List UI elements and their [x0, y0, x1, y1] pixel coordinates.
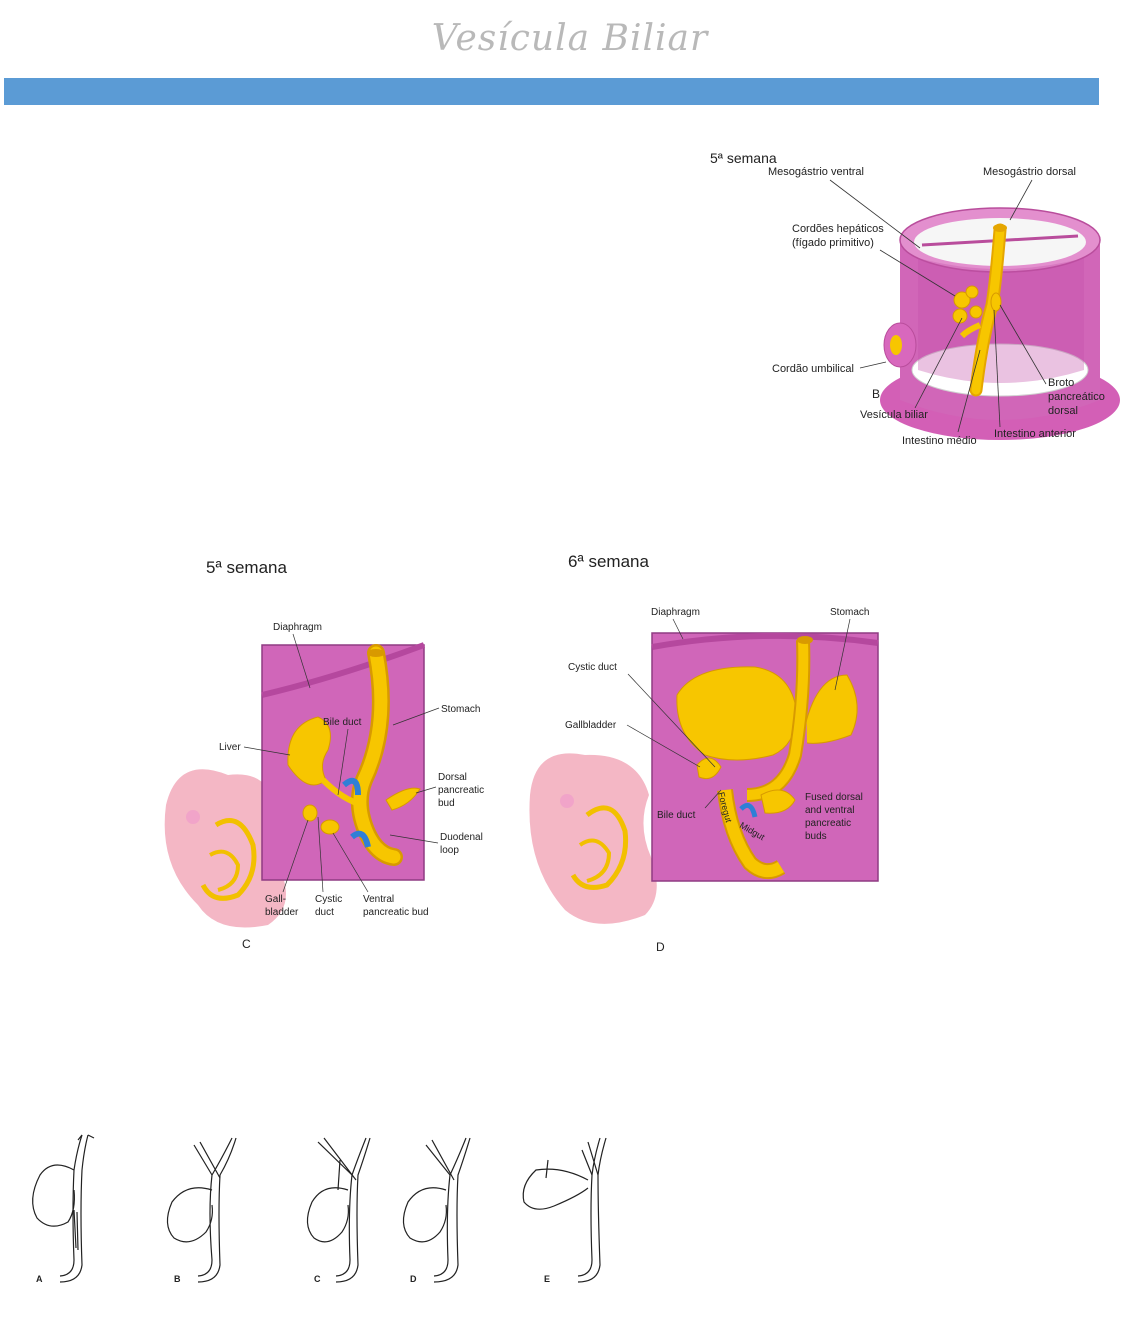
svg-text:Fused dorsal: Fused dorsal	[805, 792, 863, 803]
svg-text:pancreatic: pancreatic	[805, 818, 851, 829]
svg-text:Broto: Broto	[1048, 377, 1074, 389]
svg-text:Diaphragm: Diaphragm	[651, 607, 700, 618]
svg-text:Duodenal: Duodenal	[440, 832, 483, 843]
figure-d-week: 6ª semana	[568, 552, 649, 572]
svg-text:Stomach: Stomach	[830, 607, 869, 618]
svg-text:Bile duct: Bile duct	[323, 717, 362, 728]
svg-text:pancreatic: pancreatic	[438, 785, 484, 796]
svg-text:Liver: Liver	[219, 742, 241, 753]
svg-text:Intestino médio: Intestino médio	[902, 435, 977, 447]
svg-text:D: D	[410, 1274, 417, 1284]
svg-text:Gall-: Gall-	[265, 894, 286, 905]
svg-text:Ventral: Ventral	[363, 894, 394, 905]
svg-text:buds: buds	[805, 831, 827, 842]
svg-text:E: E	[544, 1274, 550, 1284]
svg-text:Dorsal: Dorsal	[438, 772, 467, 783]
header-banner	[4, 78, 1099, 105]
svg-text:(fígado primitivo): (fígado primitivo)	[792, 237, 874, 249]
svg-text:Cystic duct: Cystic duct	[568, 662, 617, 673]
svg-text:D: D	[656, 940, 665, 954]
svg-text:B: B	[872, 387, 880, 401]
figure-c-diagram: Diaphragm Stomach Bile duct Liver Dorsal…	[158, 605, 503, 955]
page-title: Vesícula Biliar	[0, 18, 1140, 59]
figure-b-week: 5ª semana	[710, 150, 777, 166]
svg-text:Intestino anterior: Intestino anterior	[994, 428, 1076, 440]
figure-d-embryo	[529, 753, 656, 924]
variant-a	[33, 1135, 94, 1282]
svg-text:Cordão umbilical: Cordão umbilical	[772, 363, 854, 375]
svg-text:Bile duct: Bile duct	[657, 810, 696, 821]
svg-text:pancreático: pancreático	[1048, 391, 1105, 403]
figure-b-diagram: 5ª semana Mesogástrio ventral Mesogástri…	[700, 140, 1120, 460]
svg-text:C: C	[314, 1274, 321, 1284]
figure-d-diagram: Diaphragm Stomach Cystic duct Gallbladde…	[525, 595, 885, 955]
svg-text:A: A	[36, 1274, 43, 1284]
svg-text:B: B	[174, 1274, 181, 1284]
svg-text:Stomach: Stomach	[441, 704, 480, 715]
svg-text:Mesogástrio dorsal: Mesogástrio dorsal	[983, 166, 1076, 178]
variant-d	[403, 1138, 470, 1282]
gallbladder-variants: A B C D E	[22, 1130, 622, 1290]
variant-e	[523, 1138, 606, 1282]
variant-b	[167, 1138, 236, 1282]
svg-text:Cystic: Cystic	[315, 894, 342, 905]
svg-text:Diaphragm: Diaphragm	[273, 622, 322, 633]
svg-text:Gallbladder: Gallbladder	[565, 720, 617, 731]
svg-text:pancreatic bud: pancreatic bud	[363, 907, 429, 918]
svg-text:dorsal: dorsal	[1048, 405, 1078, 417]
svg-text:bud: bud	[438, 798, 455, 809]
svg-text:Cordões hepáticos: Cordões hepáticos	[792, 223, 884, 235]
svg-text:and ventral: and ventral	[805, 805, 854, 816]
svg-text:Vesícula biliar: Vesícula biliar	[860, 409, 928, 421]
svg-text:loop: loop	[440, 845, 459, 856]
svg-text:Mesogástrio ventral: Mesogástrio ventral	[768, 166, 864, 178]
svg-text:duct: duct	[315, 907, 334, 918]
svg-text:bladder: bladder	[265, 907, 299, 918]
svg-text:C: C	[242, 937, 251, 951]
variant-c	[307, 1138, 370, 1282]
figure-c-week: 5ª semana	[206, 558, 287, 578]
